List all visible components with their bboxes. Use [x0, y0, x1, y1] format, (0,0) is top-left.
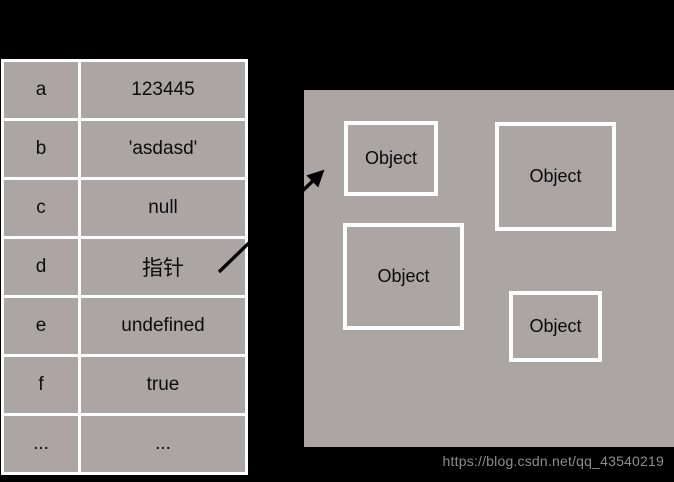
var-name-cell: b [4, 121, 78, 177]
object-label: Object [529, 316, 582, 336]
var-name-cell: a [4, 62, 78, 118]
var-value-cell: null [81, 180, 245, 236]
var-name-cell: d [4, 239, 78, 295]
var-value-cell: true [81, 357, 245, 413]
var-value-cell: 123445 [81, 62, 245, 118]
object-box: Object [495, 122, 616, 231]
object-box: Object [509, 291, 602, 362]
object-label: Object [364, 148, 418, 168]
object-label: Object [377, 266, 430, 286]
var-value-cell: ... [81, 416, 245, 472]
watermark-url: https://blog.csdn.net/qq_43540219 [442, 453, 664, 469]
var-value-cell: undefined [81, 298, 245, 354]
var-value-cell: 'asdasd' [81, 121, 245, 177]
var-name-cell: c [4, 180, 78, 236]
object-box: Object [343, 223, 464, 330]
heap-panel: Object Object Object Object [304, 90, 674, 447]
var-name-cell: ... [4, 416, 78, 472]
variables-table: a 123445 b 'asdasd' c null d 指针 e undefi… [1, 59, 248, 475]
var-name-cell: f [4, 357, 78, 413]
var-value-cell-pointer: 指针 [81, 239, 245, 295]
object-box: Object [344, 121, 438, 196]
var-name-cell: e [4, 298, 78, 354]
object-label: Object [529, 166, 582, 186]
